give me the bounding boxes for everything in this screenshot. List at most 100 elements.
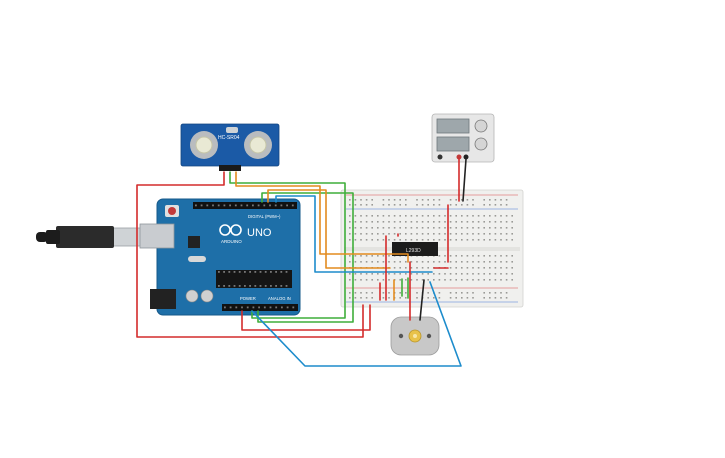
breadboard-hole — [438, 261, 441, 263]
breadboard-hole — [489, 233, 491, 235]
breadboard-hole — [472, 221, 474, 223]
breadboard-hole — [377, 221, 379, 223]
breadboard-hole — [349, 221, 351, 223]
breadboard-hole — [438, 233, 441, 235]
breadboard-hole — [349, 261, 351, 263]
breadboard-hole — [416, 292, 418, 294]
capacitor — [200, 289, 214, 303]
wire-orange-echo[interactable] — [235, 171, 409, 263]
breadboard-hole — [489, 279, 491, 281]
usb-port — [139, 223, 175, 249]
breadboard-hole — [427, 292, 429, 294]
header-pin — [281, 306, 283, 309]
breadboard-hole — [500, 239, 502, 241]
breadboard-hole — [483, 255, 485, 257]
wire-green-trig[interactable] — [229, 171, 346, 319]
wire-red-vcc[interactable] — [136, 171, 364, 338]
header-pin — [264, 285, 267, 287]
breadboard-hole — [382, 273, 385, 275]
breadboard-hole — [377, 233, 379, 235]
header-pin — [259, 271, 262, 273]
breadboard-hole — [494, 233, 497, 235]
breadboard-hole — [388, 255, 390, 257]
wire-blue-in2[interactable] — [251, 281, 462, 367]
breadboard-hole — [421, 273, 424, 275]
analog-label: ANALOG IN — [268, 296, 291, 301]
power-supply[interactable] — [431, 113, 495, 163]
breadboard-hole — [438, 297, 441, 299]
header-pin — [285, 285, 288, 287]
breadboard-hole — [421, 233, 424, 235]
breadboard-hole — [365, 233, 368, 235]
wire-red-5v[interactable] — [241, 304, 371, 331]
l293d-chip[interactable]: L293D — [392, 242, 438, 256]
breadboard-hole — [494, 273, 497, 275]
breadboard-hole — [427, 239, 429, 241]
breadboard-hole — [449, 292, 452, 294]
breadboard-hole — [399, 279, 401, 281]
display-top — [436, 118, 470, 134]
breadboard-hole — [438, 215, 441, 217]
header-pin — [270, 271, 272, 273]
breadboard-hole — [360, 239, 362, 241]
motor-terminal — [426, 333, 432, 339]
breadboard-hole — [505, 273, 508, 275]
breadboard-hole — [388, 239, 390, 241]
breadboard-hole — [511, 233, 513, 235]
breadboard-hole — [477, 239, 480, 241]
breadboard-hole — [365, 227, 368, 229]
breadboard-hole — [405, 279, 407, 281]
breadboard-hole — [444, 233, 446, 235]
breadboard-hole — [494, 279, 497, 281]
breadboard-hole — [399, 215, 401, 217]
breadboard-hole — [360, 227, 362, 229]
breadboard-hole — [449, 279, 452, 281]
arduino-uno[interactable]: UNO ARDUINO DIGITAL (PWM~) POWER ANALOG … — [139, 198, 301, 316]
breadboard-hole — [438, 199, 441, 201]
breadboard-hole — [421, 279, 424, 281]
breadboard-hole — [472, 233, 474, 235]
breadboard-hole — [477, 273, 480, 275]
breadboard-hole — [455, 267, 457, 269]
breadboard-hole — [500, 215, 502, 217]
breadboard-hole — [377, 273, 379, 275]
breadboard-hole — [410, 279, 413, 281]
breadboard-hole — [371, 199, 373, 201]
wire-green-gnd[interactable] — [257, 192, 354, 323]
header-pin — [286, 204, 288, 207]
wire-orange-signal[interactable] — [267, 189, 391, 269]
breadboard-hole — [444, 273, 446, 275]
breadboard-hole — [365, 215, 368, 217]
jumper-red-2[interactable] — [397, 204, 449, 263]
breadboard-hole — [511, 239, 513, 241]
knob-voltage[interactable] — [474, 119, 488, 133]
wire-blue-in1[interactable] — [275, 195, 433, 273]
breadboard-hole — [455, 273, 457, 275]
display-bottom — [436, 136, 470, 152]
usb-cable[interactable] — [36, 226, 143, 248]
wire-supply-negative[interactable] — [462, 158, 467, 202]
breadboard-hole — [371, 297, 373, 299]
knob-current[interactable] — [474, 137, 488, 151]
breadboard-hole — [494, 227, 497, 229]
breadboard-hole — [455, 204, 457, 206]
breadboard-hole — [438, 239, 441, 241]
breadboard-hole — [466, 273, 469, 275]
breadboard-hole — [483, 199, 485, 201]
header-pin — [212, 204, 214, 207]
ultrasonic-sensor[interactable]: HC-SR04 — [180, 123, 280, 171]
motor-lead-black[interactable] — [419, 279, 425, 321]
breadboard-hole — [505, 267, 508, 269]
breadboard-hole — [377, 261, 379, 263]
header-pin — [200, 204, 203, 207]
breadboard-hole — [455, 199, 457, 201]
header-pin — [274, 204, 277, 207]
breadboard-hole — [416, 239, 418, 241]
dc-jack — [150, 289, 176, 309]
breadboard-hole — [360, 261, 362, 263]
dc-motor[interactable] — [390, 316, 440, 356]
breadboard-hole — [461, 297, 463, 299]
breadboard-hole — [449, 204, 452, 206]
breadboard-hole — [466, 279, 469, 281]
breadboard-hole — [461, 204, 463, 206]
